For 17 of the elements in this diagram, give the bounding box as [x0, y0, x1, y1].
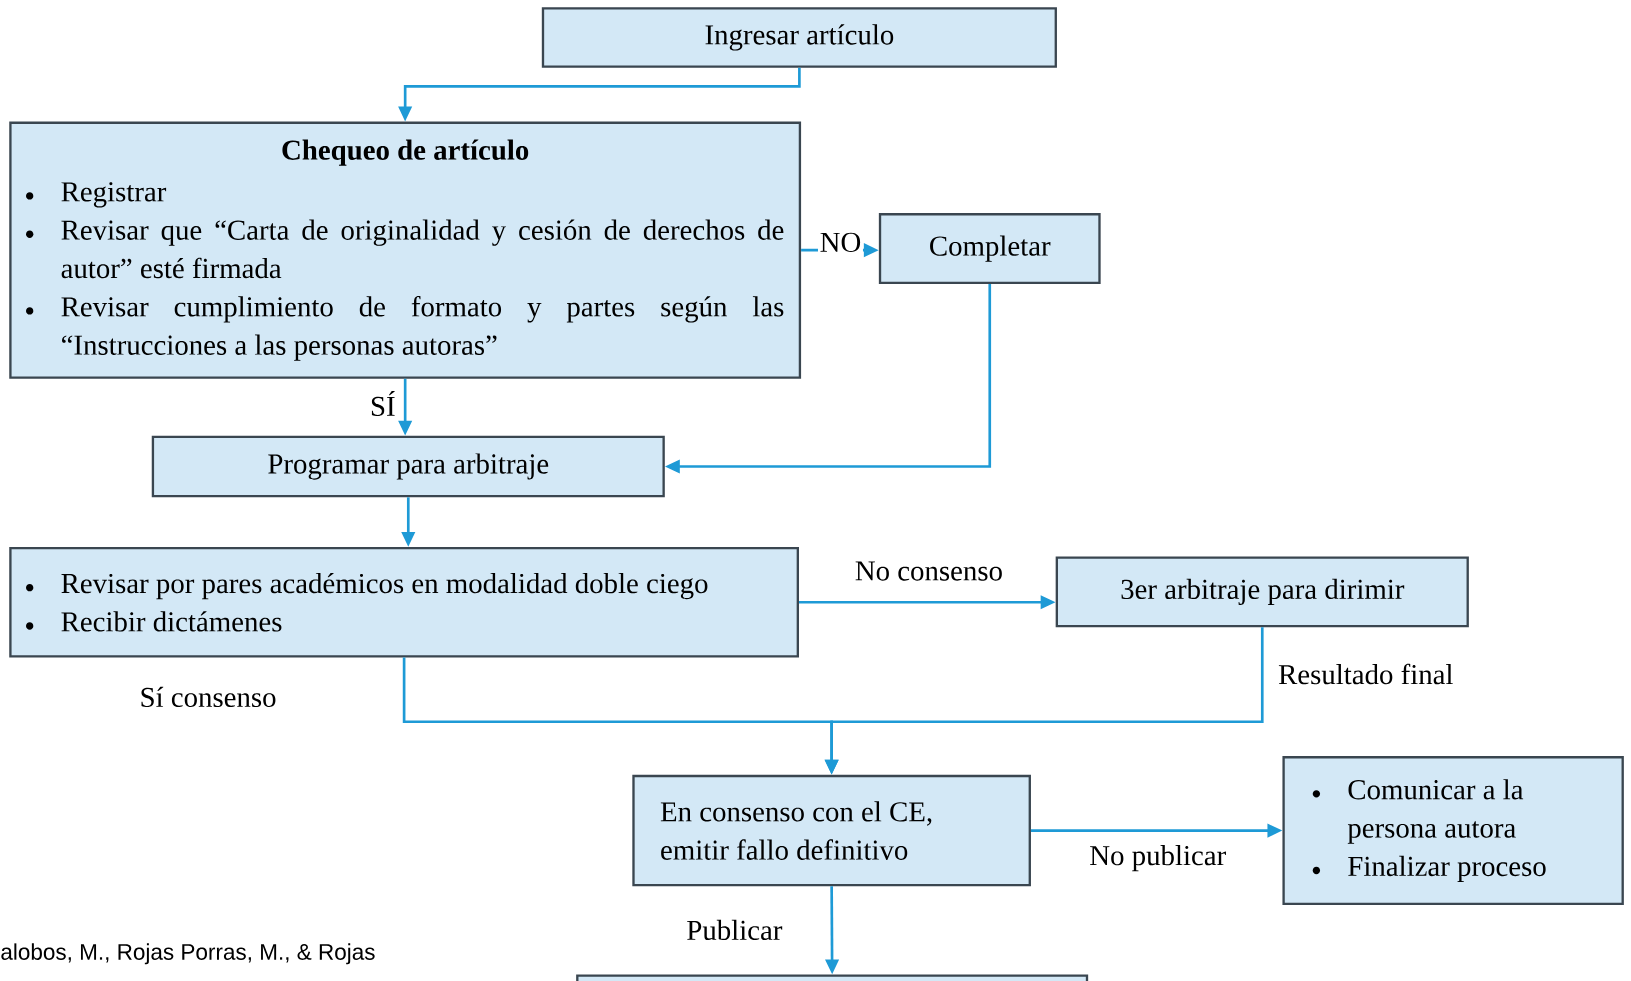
- edge-label: No publicar: [1087, 843, 1228, 873]
- edge-label: NO: [818, 231, 863, 254]
- process-box: 3er arbitraje para dirimir: [1055, 556, 1469, 628]
- process-box: [576, 974, 1089, 981]
- process-box: Programar para arbitraje: [151, 435, 665, 498]
- edge-label: No consenso: [853, 559, 1005, 583]
- process-box: En consenso con el CE, emitir fallo definitivo: [632, 774, 1031, 887]
- process-box: Comunicar a la persona autora Finalizar proceso: [1282, 756, 1624, 906]
- edge-label: SÍ: [368, 389, 398, 418]
- edge-label: Publicar: [684, 918, 785, 942]
- edge-label: Resultado final: [1276, 662, 1456, 687]
- process-box: Chequeo de artículo Registrar Revisar que “Carta de originalidad y cesión de derechos de autor” esté firmada Revisar cumplimiento de formato y partes según las “Instrucciones a las personas autoras”: [9, 121, 802, 379]
- citation-text: alobos, M., Rojas Porras, M., & Rojas: [1, 943, 375, 965]
- process-box: Revisar por pares académicos en modalidad doble ciego Recibir dictámenes: [9, 547, 799, 658]
- edge-label: Sí consenso: [137, 685, 279, 709]
- process-box: Completar: [878, 213, 1101, 285]
- process-box: Ingresar artículo: [541, 7, 1057, 68]
